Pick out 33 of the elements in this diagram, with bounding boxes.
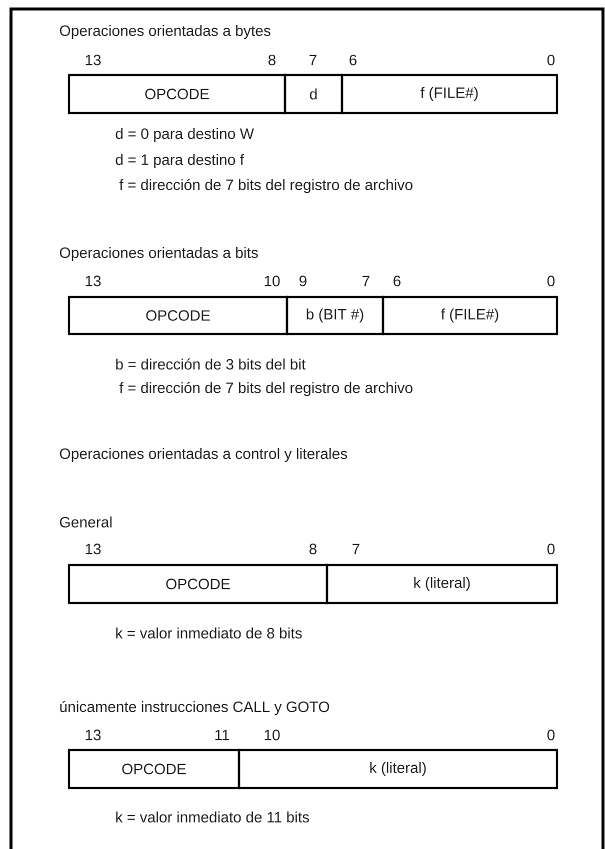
bit-number: 9	[300, 276, 306, 286]
bit-number: 7	[352, 544, 360, 554]
section-heading: Operaciones orientadas a bytes	[60, 25, 270, 39]
bit-number: 8	[309, 544, 316, 554]
register-field: k (literal)	[326, 564, 558, 604]
bit-number: 10	[264, 276, 280, 286]
register-field: f (FILE#)	[340, 74, 558, 114]
bit-number: 11	[215, 730, 230, 740]
note-text: b = dirección de 3 bits del bit	[116, 358, 306, 370]
section-heading: General	[60, 516, 112, 528]
register-field: OPCODE	[68, 564, 328, 604]
bit-number: 6	[350, 54, 356, 66]
bit-number: 7	[310, 54, 316, 66]
bit-number: 6	[394, 276, 400, 286]
note-text: f = dirección de 7 bits del registro de archivo	[119, 178, 412, 194]
register-field: d	[284, 74, 344, 114]
bit-number: 8	[268, 54, 276, 66]
section-heading: Operaciones orientadas a control y literales	[60, 448, 348, 462]
section-heading: únicamente instrucciones CALL y GOTO	[60, 700, 330, 716]
register-field: b (BIT #)	[286, 296, 384, 336]
register-field: k (literal)	[238, 748, 558, 790]
bit-number: 10	[264, 730, 280, 740]
note-text: k = valor inmediato de 11 bits	[116, 811, 309, 822]
register-field: OPCODE	[68, 748, 240, 790]
bit-number: 7	[362, 276, 370, 286]
register-field: f (FILE#)	[382, 296, 558, 336]
note-text: f = dirección de 7 bits del registro de archivo	[119, 382, 412, 396]
note-text: d = 1 para destino f	[116, 154, 244, 168]
register-field: OPCODE	[68, 296, 288, 336]
section-heading: Operaciones orientadas a bits	[60, 247, 258, 261]
register-field: OPCODE	[68, 74, 286, 114]
note-text: k = valor inmediato de 8 bits	[116, 627, 302, 638]
note-text: d = 0 para destino W	[116, 128, 254, 142]
